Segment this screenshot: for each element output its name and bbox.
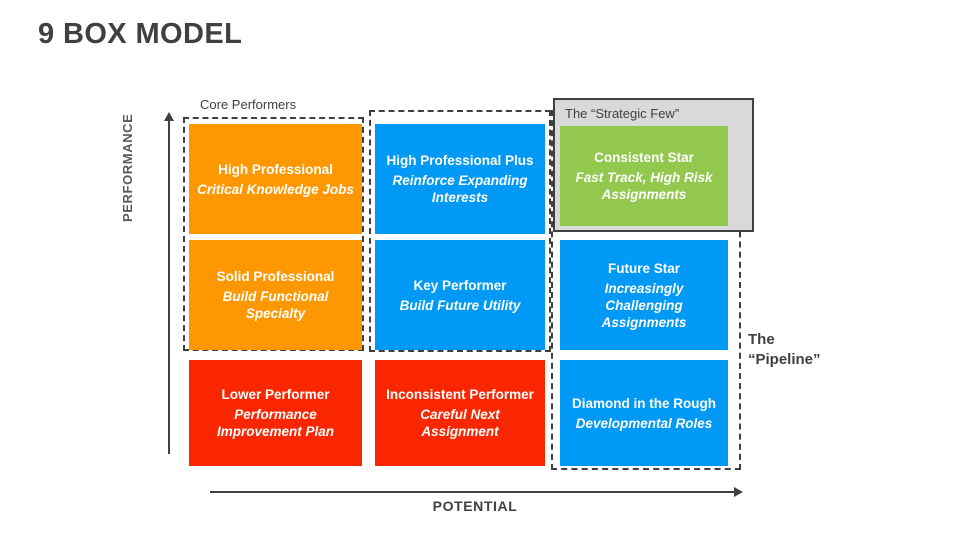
page-title: 9 BOX MODEL	[38, 18, 243, 50]
box-title: Solid Professional	[216, 269, 335, 284]
performance-axis-arrow-icon	[164, 112, 174, 121]
box-title: High Professional	[218, 161, 333, 177]
potential-axis-line	[210, 491, 738, 493]
box-subtitle: Developmental Roles	[575, 415, 713, 431]
box-title: Key Performer	[413, 277, 507, 293]
box-lower-performer[interactable]: Lower Performer Performance Improvement …	[189, 360, 362, 466]
box-subtitle: Careful Next Assignment	[420, 407, 500, 439]
box-high-professional[interactable]: High Professional Critical Knowledge Job…	[189, 124, 362, 234]
performance-axis-line	[168, 118, 170, 454]
box-title: Inconsistent Performer	[386, 387, 534, 402]
box-inconsistent-performer[interactable]: Inconsistent Performer Careful Next Assi…	[375, 360, 545, 466]
performance-axis-label: PERFORMANCE	[120, 113, 135, 222]
box-subtitle: Build Functional Specialty	[222, 289, 329, 321]
box-diamond-in-the-rough[interactable]: Diamond in the Rough Developmental Roles	[560, 360, 728, 466]
box-subtitle: Build Future Utility	[399, 297, 521, 313]
box-solid-professional[interactable]: Solid Professional Build Functional Spec…	[189, 240, 362, 350]
box-subtitle: Critical Knowledge Jobs	[197, 181, 354, 197]
strategic-few-label: The “Strategic Few”	[565, 106, 680, 121]
potential-axis-label: POTENTIAL	[432, 498, 518, 514]
box-high-professional-plus[interactable]: High Professional Plus Reinforce Expandi…	[375, 124, 545, 234]
box-title: Diamond in the Rough	[572, 395, 716, 411]
box-consistent-star[interactable]: Consistent Star Fast Track, High Risk As…	[560, 126, 728, 226]
box-key-performer[interactable]: Key Performer Build Future Utility	[375, 240, 545, 350]
core-performers-label: Core Performers	[200, 97, 297, 112]
box-title: Consistent Star	[594, 150, 694, 165]
box-subtitle: Fast Track, High Risk Assignments	[575, 170, 713, 202]
box-title: High Professional Plus	[386, 153, 534, 168]
box-future-star[interactable]: Future Star Increasingly Challenging Ass…	[560, 240, 728, 350]
box-subtitle: Increasingly Challenging Assignments	[601, 280, 687, 330]
potential-axis-arrow-icon	[734, 487, 743, 497]
pipeline-label: The “Pipeline”	[748, 331, 821, 368]
core-performers-region	[183, 117, 364, 351]
box-title: Future Star	[607, 260, 680, 276]
box-subtitle: Performance Improvement Plan	[216, 407, 335, 439]
middle-column-region	[369, 110, 551, 352]
box-title: Lower Performer	[221, 387, 330, 402]
box-subtitle: Reinforce Expanding Interests	[392, 173, 528, 205]
